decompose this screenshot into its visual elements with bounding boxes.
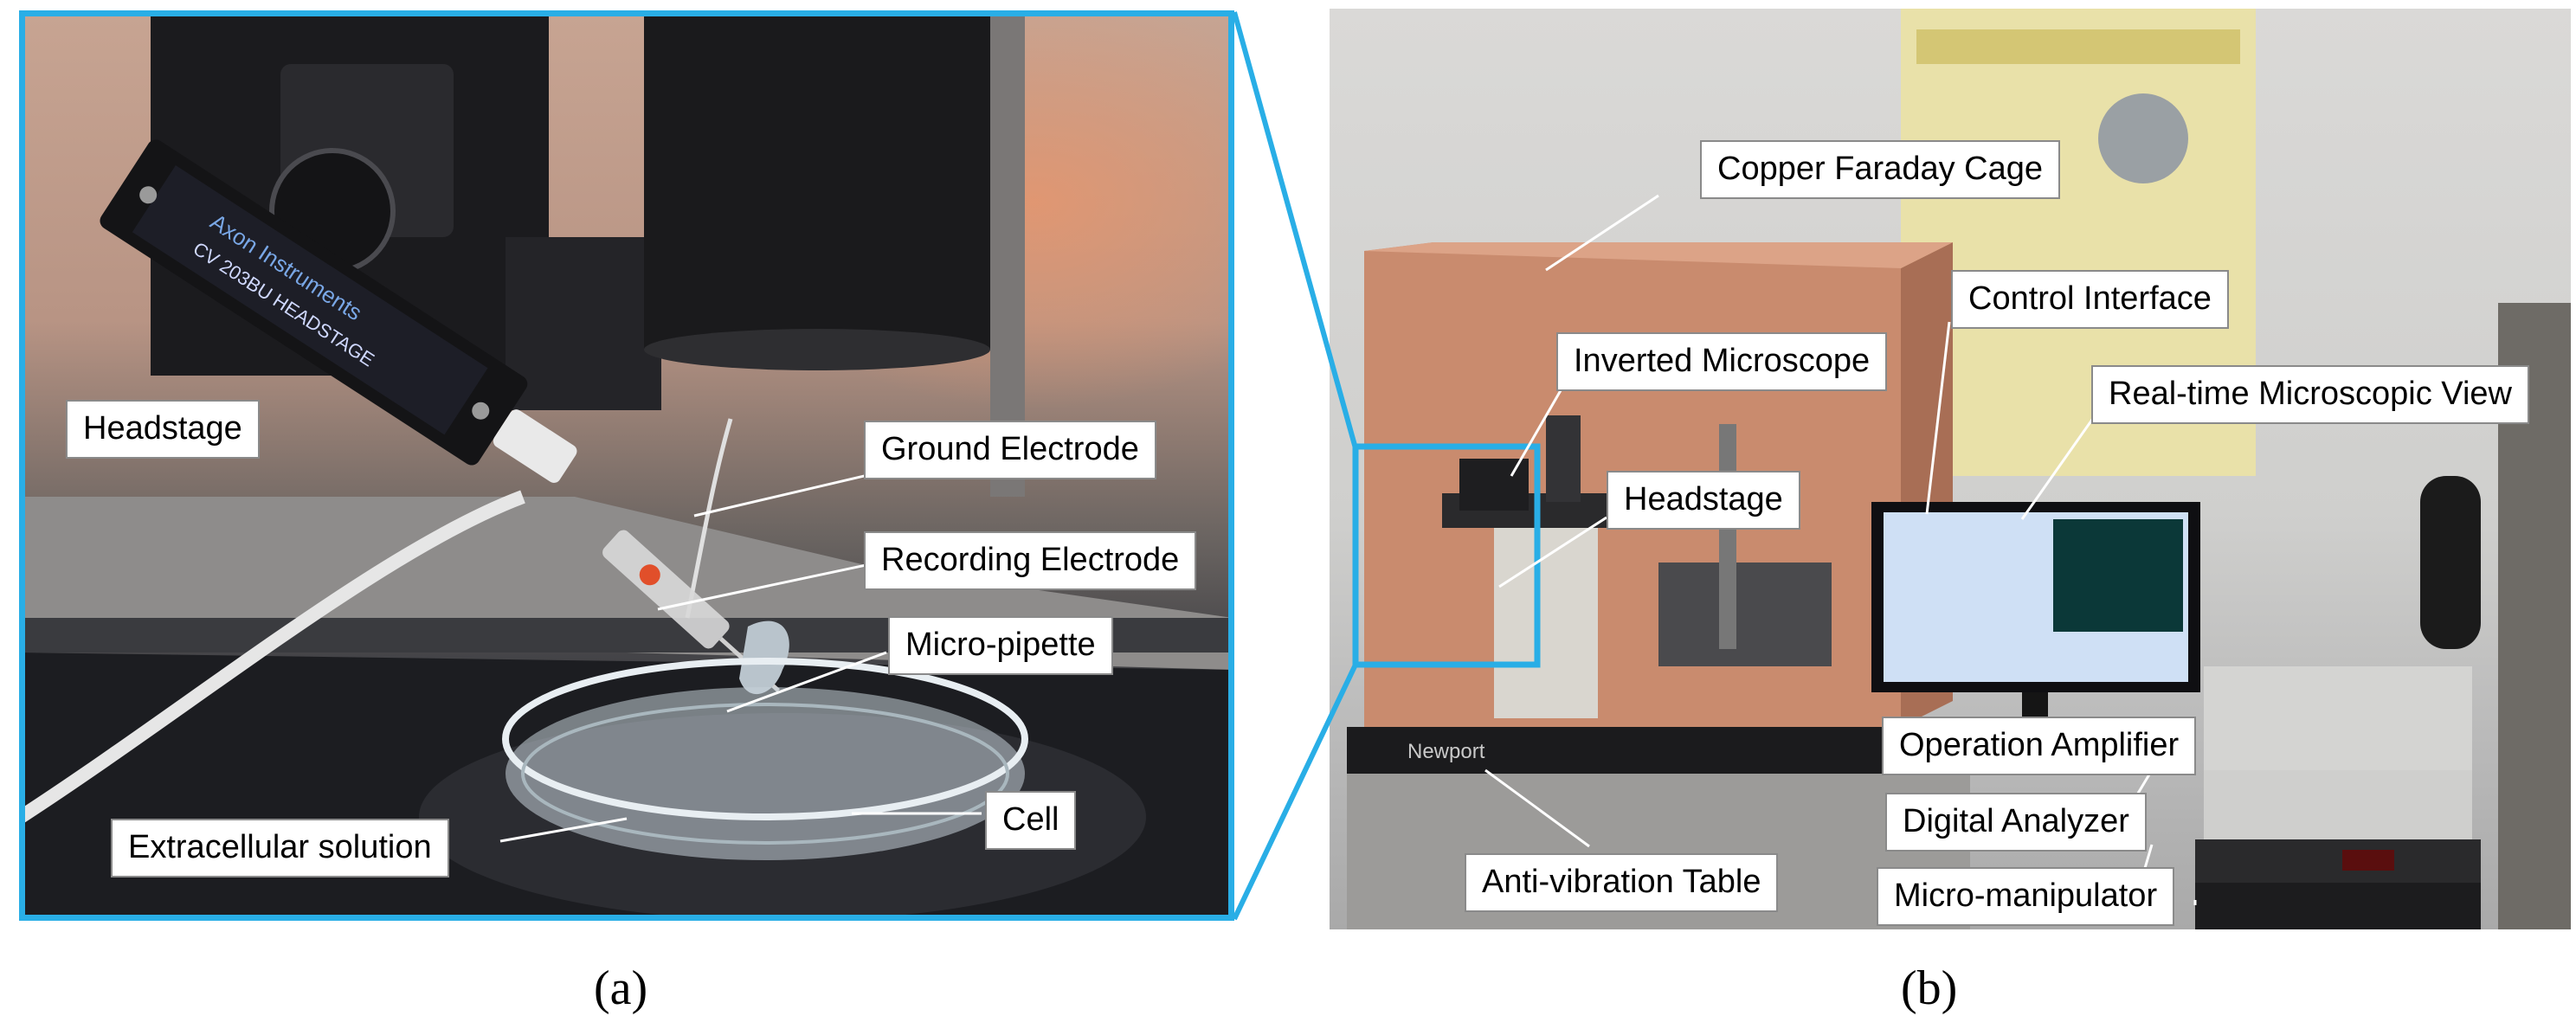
lens-holder [990, 12, 1025, 497]
label-anti-vibration-table: Anti-vibration Table [1465, 853, 1779, 912]
label-extracellular-solution: Extracellular solution [111, 819, 449, 878]
analyzer-display [2342, 850, 2394, 871]
micro-pipette-tip [739, 620, 789, 695]
label-micro-manipulator: Micro-manipulator [1877, 867, 2175, 926]
microscope-column [1546, 415, 1581, 502]
objective-lens [644, 12, 990, 350]
petri-dish-rim [502, 658, 1028, 820]
manipulator-unit [1658, 562, 1832, 666]
label-inverted-microscope: Inverted Microscope [1556, 332, 1888, 391]
poster-header [1916, 29, 2240, 64]
panel-a-photo: Axon Instruments CV 203BU HEADSTAGE Head… [21, 12, 1233, 919]
rack-digital-analyzer [2195, 839, 2481, 883]
rack-amplifier-2 [2204, 770, 2472, 839]
panel-a-frame [19, 10, 1234, 921]
microscope-body [1494, 528, 1598, 718]
label-recording-electrode: Recording Electrode [864, 531, 1197, 590]
gas-cylinder [2420, 476, 2481, 649]
table-brand-text: Newport [1407, 740, 1485, 763]
objective-lens-rim [644, 329, 990, 370]
label-micro-pipette: Micro-pipette [888, 616, 1113, 675]
caption-a: (a) [594, 961, 648, 1015]
label-headstage: Headstage [66, 400, 260, 459]
faraday-cage-top [1364, 242, 1953, 268]
label-headstage-b: Headstage [1607, 471, 1800, 530]
panel-b-leader-lines [1484, 194, 2197, 905]
petri-dish [506, 687, 1025, 860]
zoom-region-box [1352, 443, 1541, 668]
manipulator-stage [506, 237, 661, 410]
panel-b-scene: Newport [1347, 9, 2571, 929]
label-real-time-view: Real-time Microscopic View [2091, 365, 2529, 424]
label-copper-faraday-cage: Copper Faraday Cage [1700, 140, 2060, 199]
poster-figure [2098, 93, 2188, 183]
label-operation-amplifier: Operation Amplifier [1882, 717, 2197, 775]
perfusion-tube [21, 490, 525, 823]
rack-micromanipulator [2195, 883, 2481, 929]
manipulator-rod [1719, 424, 1736, 649]
anti-vibration-table-top [1347, 727, 1970, 774]
petri-dish-inner [521, 703, 1009, 845]
ground-wire [685, 418, 733, 619]
label-control-interface: Control Interface [1951, 270, 2229, 329]
panel-a-leader-lines [499, 469, 982, 843]
label-ground-electrode: Ground Electrode [864, 421, 1156, 479]
rack-amplifier-1 [2204, 666, 2472, 770]
label-digital-analyzer: Digital Analyzer [1885, 793, 2147, 852]
label-cell: Cell [985, 791, 1077, 850]
caption-b: (b) [1901, 961, 1958, 1015]
monitor-microscopic-view [2053, 519, 2183, 632]
panel-b-photo: Newport Copper Faraday Cage C [1330, 9, 2571, 929]
